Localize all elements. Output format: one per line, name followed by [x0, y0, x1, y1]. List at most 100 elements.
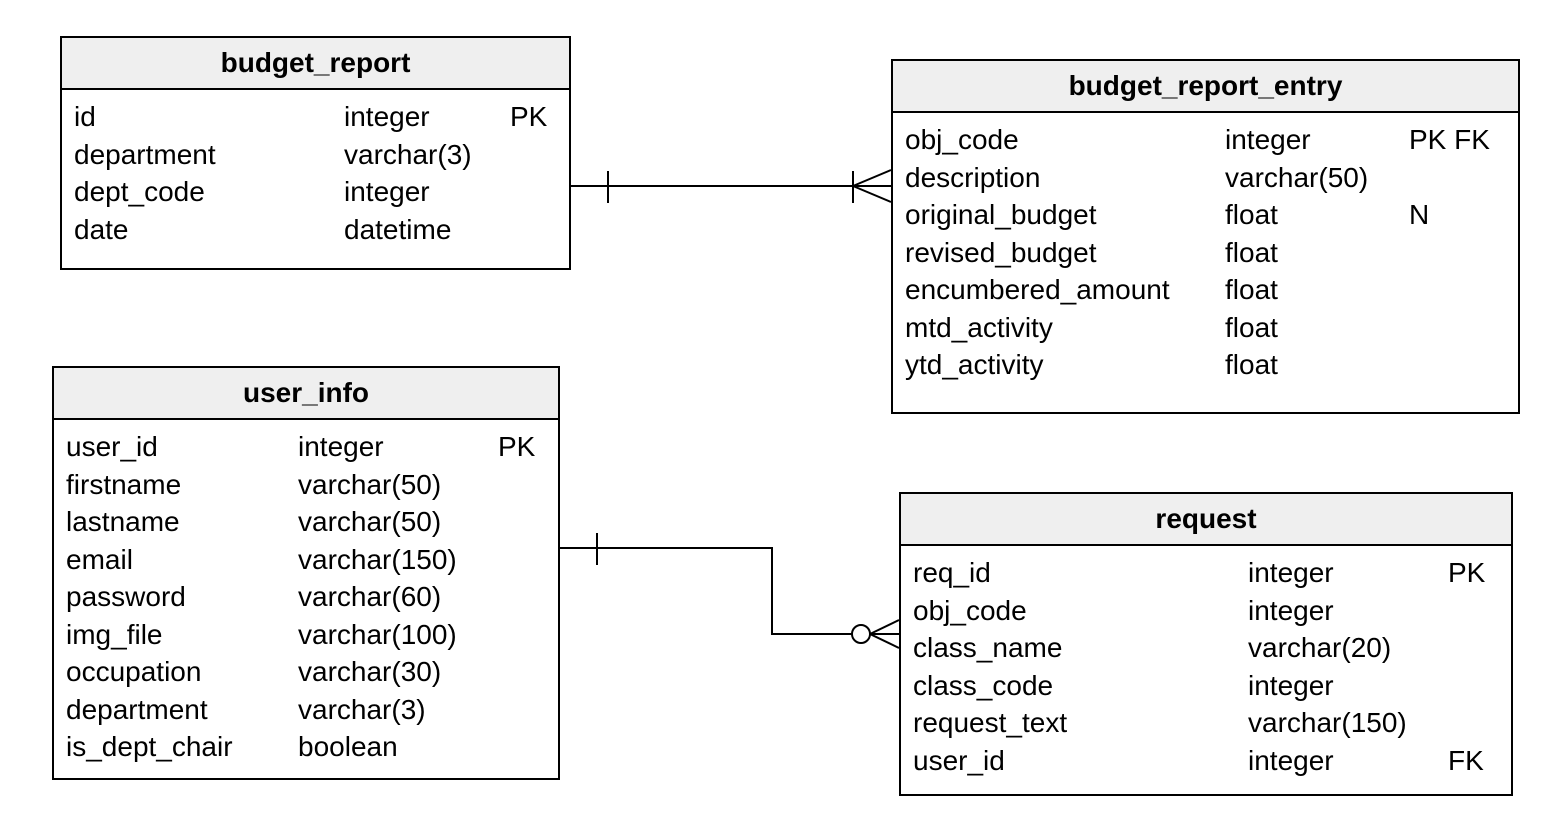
- column-type: float: [1225, 236, 1278, 268]
- column-type: integer: [298, 431, 384, 462]
- zero-circle-marker: [851, 624, 871, 644]
- column-name: obj_code: [905, 124, 1019, 155]
- column-type: varchar(50): [1225, 161, 1369, 193]
- column-type: integer: [1225, 124, 1311, 155]
- column-type: float: [1225, 349, 1278, 380]
- table-user-info: user_info user_id integer PK firstname varch…: [52, 366, 560, 780]
- column-name: occupation: [66, 656, 202, 687]
- column-type: varchar(100): [298, 618, 457, 650]
- column-row: revised_budget float: [893, 234, 1518, 272]
- column-row: password varchar(60): [54, 578, 558, 616]
- column-row: req_id integer PK: [901, 554, 1511, 592]
- column-type: varchar(3): [344, 138, 472, 170]
- column-name: lastname: [66, 506, 180, 537]
- column-name: encumbered_amount: [905, 274, 1170, 305]
- column-name: obj_code: [913, 594, 1027, 626]
- column-type: varchar(3): [298, 693, 426, 725]
- column-row: encumbered_amount float: [893, 271, 1518, 309]
- column-type: varchar(150): [298, 543, 457, 575]
- column-name: date: [74, 213, 129, 245]
- column-type: float: [1225, 199, 1278, 230]
- column-name: is_dept_chair: [66, 731, 233, 762]
- column-row: user_id integer FK: [901, 742, 1511, 780]
- column-row: ytd_activity float: [893, 346, 1518, 384]
- table-title: budget_report: [62, 38, 569, 90]
- column-name: ytd_activity: [905, 349, 1044, 380]
- column-key: PK: [498, 431, 536, 462]
- column-row: class_code integer: [901, 667, 1511, 705]
- column-type: varchar(30): [298, 656, 442, 687]
- column-type: integer: [1248, 594, 1334, 626]
- column-type: float: [1225, 274, 1278, 305]
- column-list: obj_code integer PK FK description varchar(5…: [893, 113, 1518, 384]
- column-type: integer: [344, 101, 430, 132]
- column-row: class_name varchar(20): [901, 629, 1511, 667]
- column-key: PK: [1448, 557, 1486, 588]
- column-row: occupation varchar(30): [54, 653, 558, 691]
- column-name: id: [74, 101, 96, 132]
- column-name: revised_budget: [905, 236, 1097, 268]
- column-name: original_budget: [905, 199, 1097, 230]
- column-type: integer: [1248, 669, 1334, 701]
- column-name: img_file: [66, 618, 163, 650]
- crowfoot-lower: [869, 633, 900, 649]
- column-row: id integer PK: [62, 98, 569, 136]
- column-row: date datetime: [62, 211, 569, 249]
- column-name: class_code: [913, 669, 1054, 701]
- crowfoot-lower: [852, 185, 892, 203]
- column-row: mtd_activity float: [893, 309, 1518, 347]
- column-row: dept_code integer: [62, 173, 569, 211]
- column-name: class_name: [913, 632, 1063, 663]
- column-row: obj_code integer PK FK: [893, 121, 1518, 159]
- column-type: integer: [1248, 744, 1334, 776]
- column-row: description varchar(50): [893, 159, 1518, 197]
- column-row: obj_code integer: [901, 592, 1511, 630]
- column-name: mtd_activity: [905, 311, 1053, 343]
- column-name: password: [66, 581, 186, 612]
- crowfoot-upper: [869, 619, 900, 635]
- table-budget-report: budget_report id integer PK department varch…: [60, 36, 571, 270]
- table-budget-report-entry: budget_report_entry obj_code integer PK FK…: [891, 59, 1520, 414]
- column-row: is_dept_chair boolean: [54, 728, 558, 766]
- column-type: varchar(60): [298, 581, 442, 612]
- column-row: user_id integer PK: [54, 428, 558, 466]
- column-name: email: [66, 543, 133, 575]
- column-key: PK: [510, 101, 548, 132]
- column-key: PK FK: [1409, 124, 1490, 155]
- column-name: description: [905, 161, 1041, 193]
- relationship-user-info-to-request: [560, 533, 900, 649]
- connector-line: [560, 547, 852, 635]
- table-title: budget_report_entry: [893, 61, 1518, 113]
- column-name: request_text: [913, 707, 1068, 738]
- table-title: request: [901, 494, 1511, 546]
- column-name: department: [66, 693, 208, 725]
- column-name: department: [74, 138, 216, 170]
- column-name: firstname: [66, 468, 182, 500]
- column-name: dept_code: [74, 176, 205, 207]
- column-name: req_id: [913, 557, 991, 588]
- column-type: integer: [344, 176, 430, 207]
- relationship-budget-report-to-entry: [571, 169, 892, 203]
- column-key: FK: [1448, 744, 1484, 776]
- column-row: department varchar(3): [54, 691, 558, 729]
- column-name: user_id: [913, 744, 1005, 776]
- column-type: integer: [1248, 557, 1334, 588]
- column-row: department varchar(3): [62, 136, 569, 174]
- column-type: float: [1225, 311, 1278, 343]
- column-type: varchar(150): [1248, 707, 1407, 738]
- column-row: request_text varchar(150): [901, 704, 1511, 742]
- column-row: firstname varchar(50): [54, 466, 558, 504]
- column-row: email varchar(150): [54, 541, 558, 579]
- column-type: datetime: [344, 213, 452, 245]
- table-title: user_info: [54, 368, 558, 420]
- column-type: varchar(50): [298, 468, 442, 500]
- column-type: boolean: [298, 731, 398, 762]
- column-name: user_id: [66, 431, 158, 462]
- column-type: varchar(20): [1248, 632, 1392, 663]
